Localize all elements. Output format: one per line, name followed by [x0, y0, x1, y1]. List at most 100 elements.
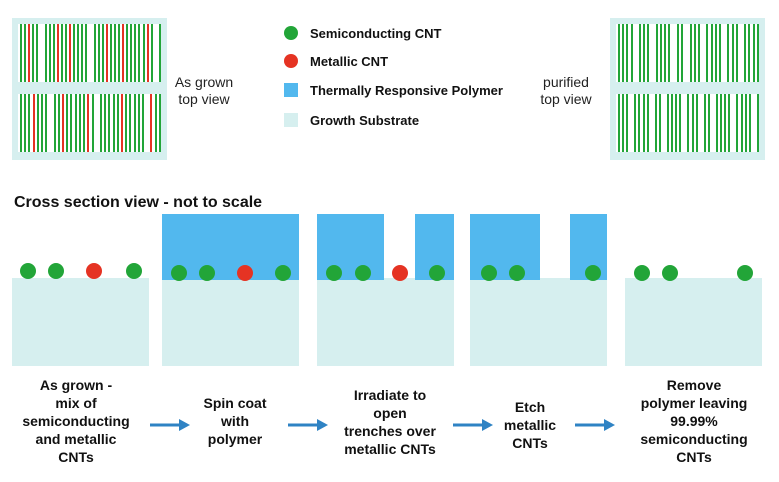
semiconducting-stripe	[675, 94, 677, 152]
semiconducting-stripe	[41, 94, 43, 152]
semiconducting-stripe	[32, 24, 34, 82]
legend-item-substrate: Growth Substrate	[284, 110, 419, 130]
purified-stripes-lower	[616, 94, 759, 152]
legend-label: Semiconducting CNT	[310, 25, 442, 41]
semiconducting-stripe	[736, 94, 738, 152]
step-4-panel	[470, 214, 607, 366]
substrate	[317, 278, 454, 366]
semiconducting-stripe	[647, 94, 649, 152]
step-1-panel	[12, 214, 149, 366]
semiconducting-stripe	[690, 24, 692, 82]
metallic-cnt	[86, 263, 102, 279]
semiconducting-stripe	[61, 24, 63, 82]
semiconducting-stripe	[706, 24, 708, 82]
semiconducting-stripe	[618, 94, 620, 152]
step-2-panel	[162, 214, 299, 366]
step-5-panel	[625, 214, 762, 366]
semiconducting-cnt	[509, 265, 525, 281]
semiconducting-cnt	[429, 265, 445, 281]
semiconducting-stripe	[757, 24, 759, 82]
semiconducting-stripe	[118, 24, 120, 82]
semiconducting-stripe	[647, 24, 649, 82]
semiconducting-stripe	[698, 24, 700, 82]
semiconducting-stripe	[681, 24, 683, 82]
arrow-icon	[288, 419, 328, 431]
semiconducting-cnt	[585, 265, 601, 281]
semiconducting-stripe	[715, 24, 717, 82]
semiconducting-stripe	[745, 94, 747, 152]
semiconducting-stripe	[129, 94, 131, 152]
semiconducting-stripe	[753, 24, 755, 82]
light-square-icon	[284, 113, 298, 127]
purified-top-view-panel	[610, 18, 765, 160]
semiconducting-stripe	[49, 24, 51, 82]
semiconducting-stripe	[711, 24, 713, 82]
legend-item-polymer: Thermally Responsive Polymer	[284, 80, 503, 100]
semiconducting-stripe	[159, 24, 161, 82]
semiconducting-stripe	[744, 24, 746, 82]
semiconducting-stripe	[622, 24, 624, 82]
semiconducting-cnt	[737, 265, 753, 281]
semiconducting-stripe	[668, 24, 670, 82]
semiconducting-cnt	[662, 265, 678, 281]
semiconducting-stripe	[692, 94, 694, 152]
semiconducting-stripe	[660, 24, 662, 82]
arrow-icon	[575, 419, 615, 431]
semiconducting-stripe	[110, 24, 112, 82]
metallic-cnt	[237, 265, 253, 281]
as-grown-top-view-panel	[12, 18, 167, 160]
semiconducting-stripe	[757, 94, 759, 152]
step-1-caption: As grown - mix of semiconducting and met…	[22, 377, 130, 465]
semiconducting-stripe	[155, 94, 157, 152]
semiconducting-stripe	[104, 94, 106, 152]
semiconducting-stripe	[20, 24, 22, 82]
metallic-stripe	[33, 94, 35, 152]
arrow-icon	[150, 419, 190, 431]
semiconducting-stripe	[130, 24, 132, 82]
semiconducting-stripe	[696, 94, 698, 152]
purified-top-view-label: purified top view	[540, 74, 592, 107]
semiconducting-stripe	[728, 94, 730, 152]
semiconducting-cnt	[171, 265, 187, 281]
legend-label: Growth Substrate	[310, 112, 420, 128]
arrow-icon	[453, 419, 493, 431]
semiconducting-cnt	[199, 265, 215, 281]
semiconducting-stripe	[85, 24, 87, 82]
semiconducting-stripe	[37, 94, 39, 152]
cross-section-title: Cross section view - not to scale	[14, 194, 263, 211]
semiconducting-stripe	[659, 94, 661, 152]
semiconducting-stripe	[70, 94, 72, 152]
semiconducting-stripe	[126, 24, 128, 82]
semiconducting-stripe	[117, 94, 119, 152]
step-3-panel	[317, 214, 454, 366]
semiconducting-stripe	[54, 94, 56, 152]
semiconducting-stripe	[720, 94, 722, 152]
semiconducting-stripe	[694, 24, 696, 82]
semiconducting-cnt	[275, 265, 291, 281]
semiconducting-stripe	[113, 94, 115, 152]
semiconducting-stripe	[687, 94, 689, 152]
semiconducting-stripe	[58, 94, 60, 152]
semiconducting-stripe	[142, 94, 144, 152]
semiconducting-stripe	[24, 24, 26, 82]
semiconducting-stripe	[77, 24, 79, 82]
semiconducting-stripe	[631, 24, 633, 82]
as-grown-top-view-label: As grown top view	[174, 74, 234, 107]
semiconducting-stripe	[92, 94, 94, 152]
metallic-stripe	[122, 24, 124, 82]
step-3-caption: Irradiate to open trenches over metallic…	[344, 387, 436, 457]
semiconducting-stripe	[639, 24, 641, 82]
substrate	[162, 278, 299, 366]
semiconducting-stripe	[45, 94, 47, 152]
blue-square-icon	[284, 83, 298, 97]
substrate	[12, 278, 149, 366]
semiconducting-stripe	[704, 94, 706, 152]
semiconducting-stripe	[73, 24, 75, 82]
semiconducting-cnt	[634, 265, 650, 281]
semiconducting-stripe	[664, 24, 666, 82]
metallic-stripe	[121, 94, 123, 152]
semiconducting-stripe	[671, 94, 673, 152]
as-grown-stripes-lower	[18, 94, 161, 152]
semiconducting-stripe	[622, 94, 624, 152]
semiconducting-stripe	[53, 24, 55, 82]
